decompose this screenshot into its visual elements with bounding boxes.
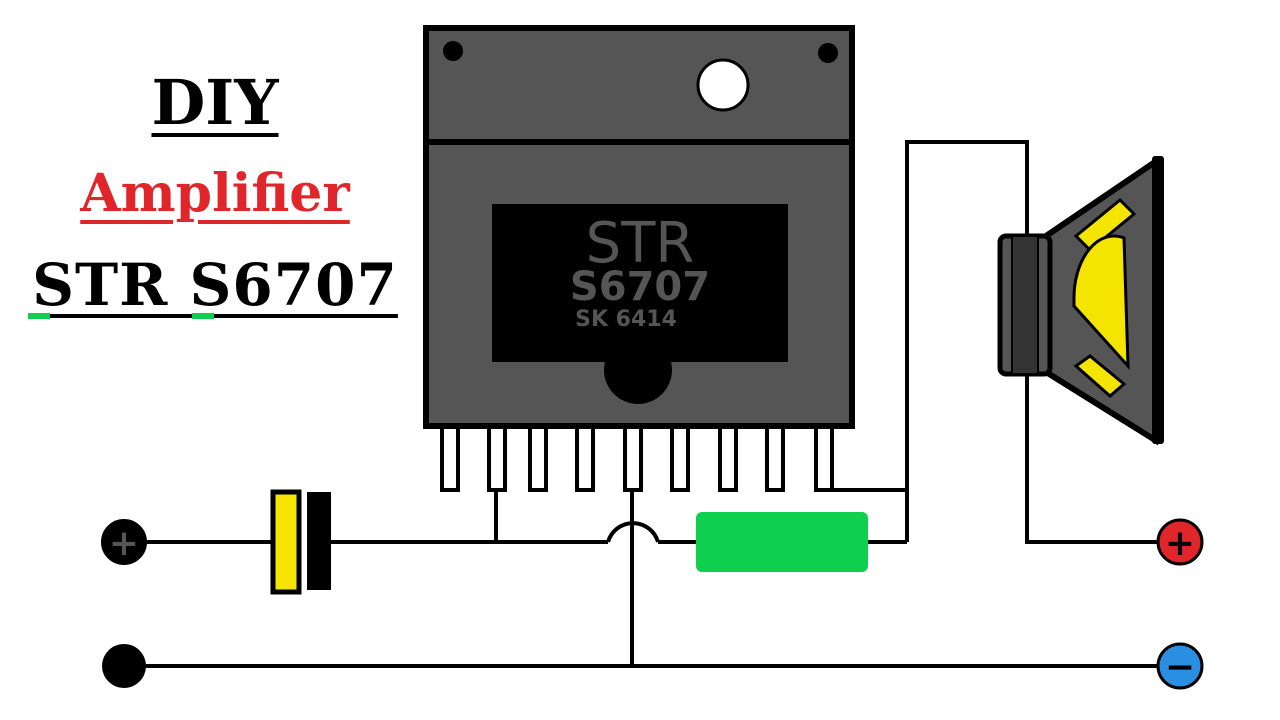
ic-pins	[440, 422, 834, 492]
ic-pin-1	[440, 422, 460, 492]
terminal-input-positive-dot	[101, 519, 147, 565]
ic-pin-7	[718, 422, 738, 492]
title-accent-left	[28, 313, 50, 319]
terminal-output-positive-sign: +	[1165, 523, 1195, 564]
terminal-output-negative: −	[1156, 642, 1204, 690]
ic-ejector-mark	[604, 336, 672, 404]
wire-speaker-bottom	[1025, 374, 1178, 544]
terminal-output-negative-sign: −	[1165, 647, 1195, 688]
ic-model-text: S6707	[570, 264, 710, 310]
ic-str-s6707: STR S6707 SK 6414	[423, 25, 855, 492]
ic-mount-dot-right	[818, 43, 838, 63]
ic-pin-4	[575, 422, 595, 492]
speaker-window-top	[1073, 197, 1137, 253]
terminal-input-ground	[102, 644, 146, 688]
ic-brand-text: STR	[586, 211, 695, 276]
speaker-magnet-core	[1011, 235, 1039, 375]
capacitor-plate-positive	[270, 489, 302, 595]
terminal-output-positive: +	[1156, 518, 1204, 566]
title-accent-mid	[192, 313, 214, 319]
ic-mount-dot-left	[443, 41, 463, 61]
ic-code-text: SK 6414	[575, 307, 677, 332]
ic-pin-6	[670, 422, 690, 492]
wire-speaker-top	[905, 140, 1029, 542]
speaker-cone-center	[1072, 234, 1130, 371]
terminal-output-positive-dot	[1156, 518, 1204, 566]
ic-mount-hole	[696, 58, 750, 112]
ic-heatsink-tab	[423, 25, 855, 145]
terminal-input-positive: +	[101, 519, 147, 565]
ic-pin-5	[623, 422, 643, 492]
terminal-output-negative-dot	[1156, 642, 1204, 690]
ic-pin-8	[765, 422, 785, 492]
title-diy: DIY	[151, 66, 279, 139]
ic-label-plate	[492, 204, 788, 362]
title-part-number: STR S6707	[32, 251, 398, 319]
ic-pin-9	[814, 422, 834, 492]
speaker-window-bottom	[1073, 354, 1127, 398]
wire-pin9	[822, 488, 907, 492]
terminal-input-positive-sign: +	[109, 523, 139, 564]
capacitor-plate-negative	[307, 492, 331, 590]
title-amplifier: Amplifier	[80, 163, 350, 224]
capacitor	[270, 489, 331, 595]
resistor	[696, 512, 868, 572]
ic-pin-2	[487, 422, 507, 492]
ic-pin-3	[528, 422, 548, 492]
speaker	[997, 156, 1164, 446]
